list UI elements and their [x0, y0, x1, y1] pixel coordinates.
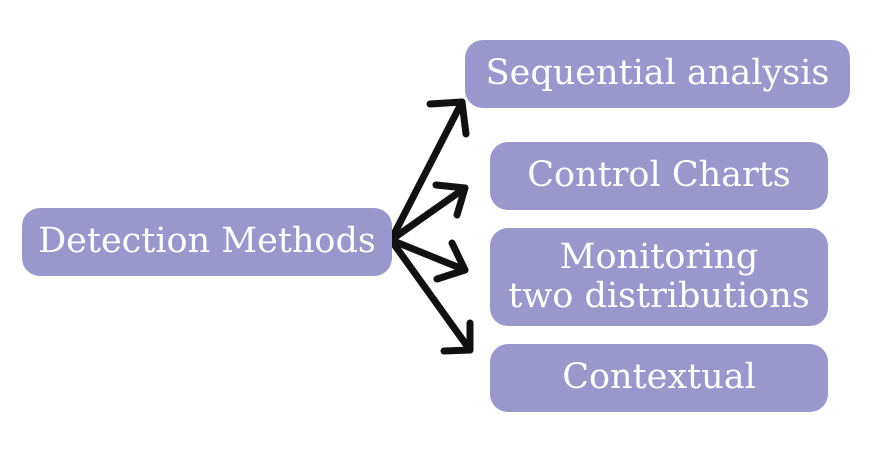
arrow-to-sequential-analysis: [387, 98, 470, 244]
monitoring-label-line-2: two distributions: [508, 276, 810, 316]
control-charts-label: Control Charts: [527, 155, 791, 196]
contextual-label: Contextual: [562, 357, 756, 398]
arrow-to-contextual: [387, 236, 474, 355]
control-charts-node: Control Charts: [490, 142, 828, 210]
monitoring-two-distributions-node: Monitoring two distributions: [490, 228, 828, 326]
monitoring-label-line-1: Monitoring: [559, 236, 759, 277]
detection-methods-node: Detection Methods: [22, 208, 392, 276]
arrow-to-control-charts: [387, 181, 469, 244]
arrow-to-monitoring-two-distributions: [387, 236, 469, 283]
contextual-node: Contextual: [490, 344, 828, 412]
sequential-analysis-label: Sequential analysis: [485, 53, 830, 94]
detection-methods-label: Detection Methods: [38, 221, 376, 262]
sequential-analysis-node: Sequential analysis: [465, 40, 850, 108]
